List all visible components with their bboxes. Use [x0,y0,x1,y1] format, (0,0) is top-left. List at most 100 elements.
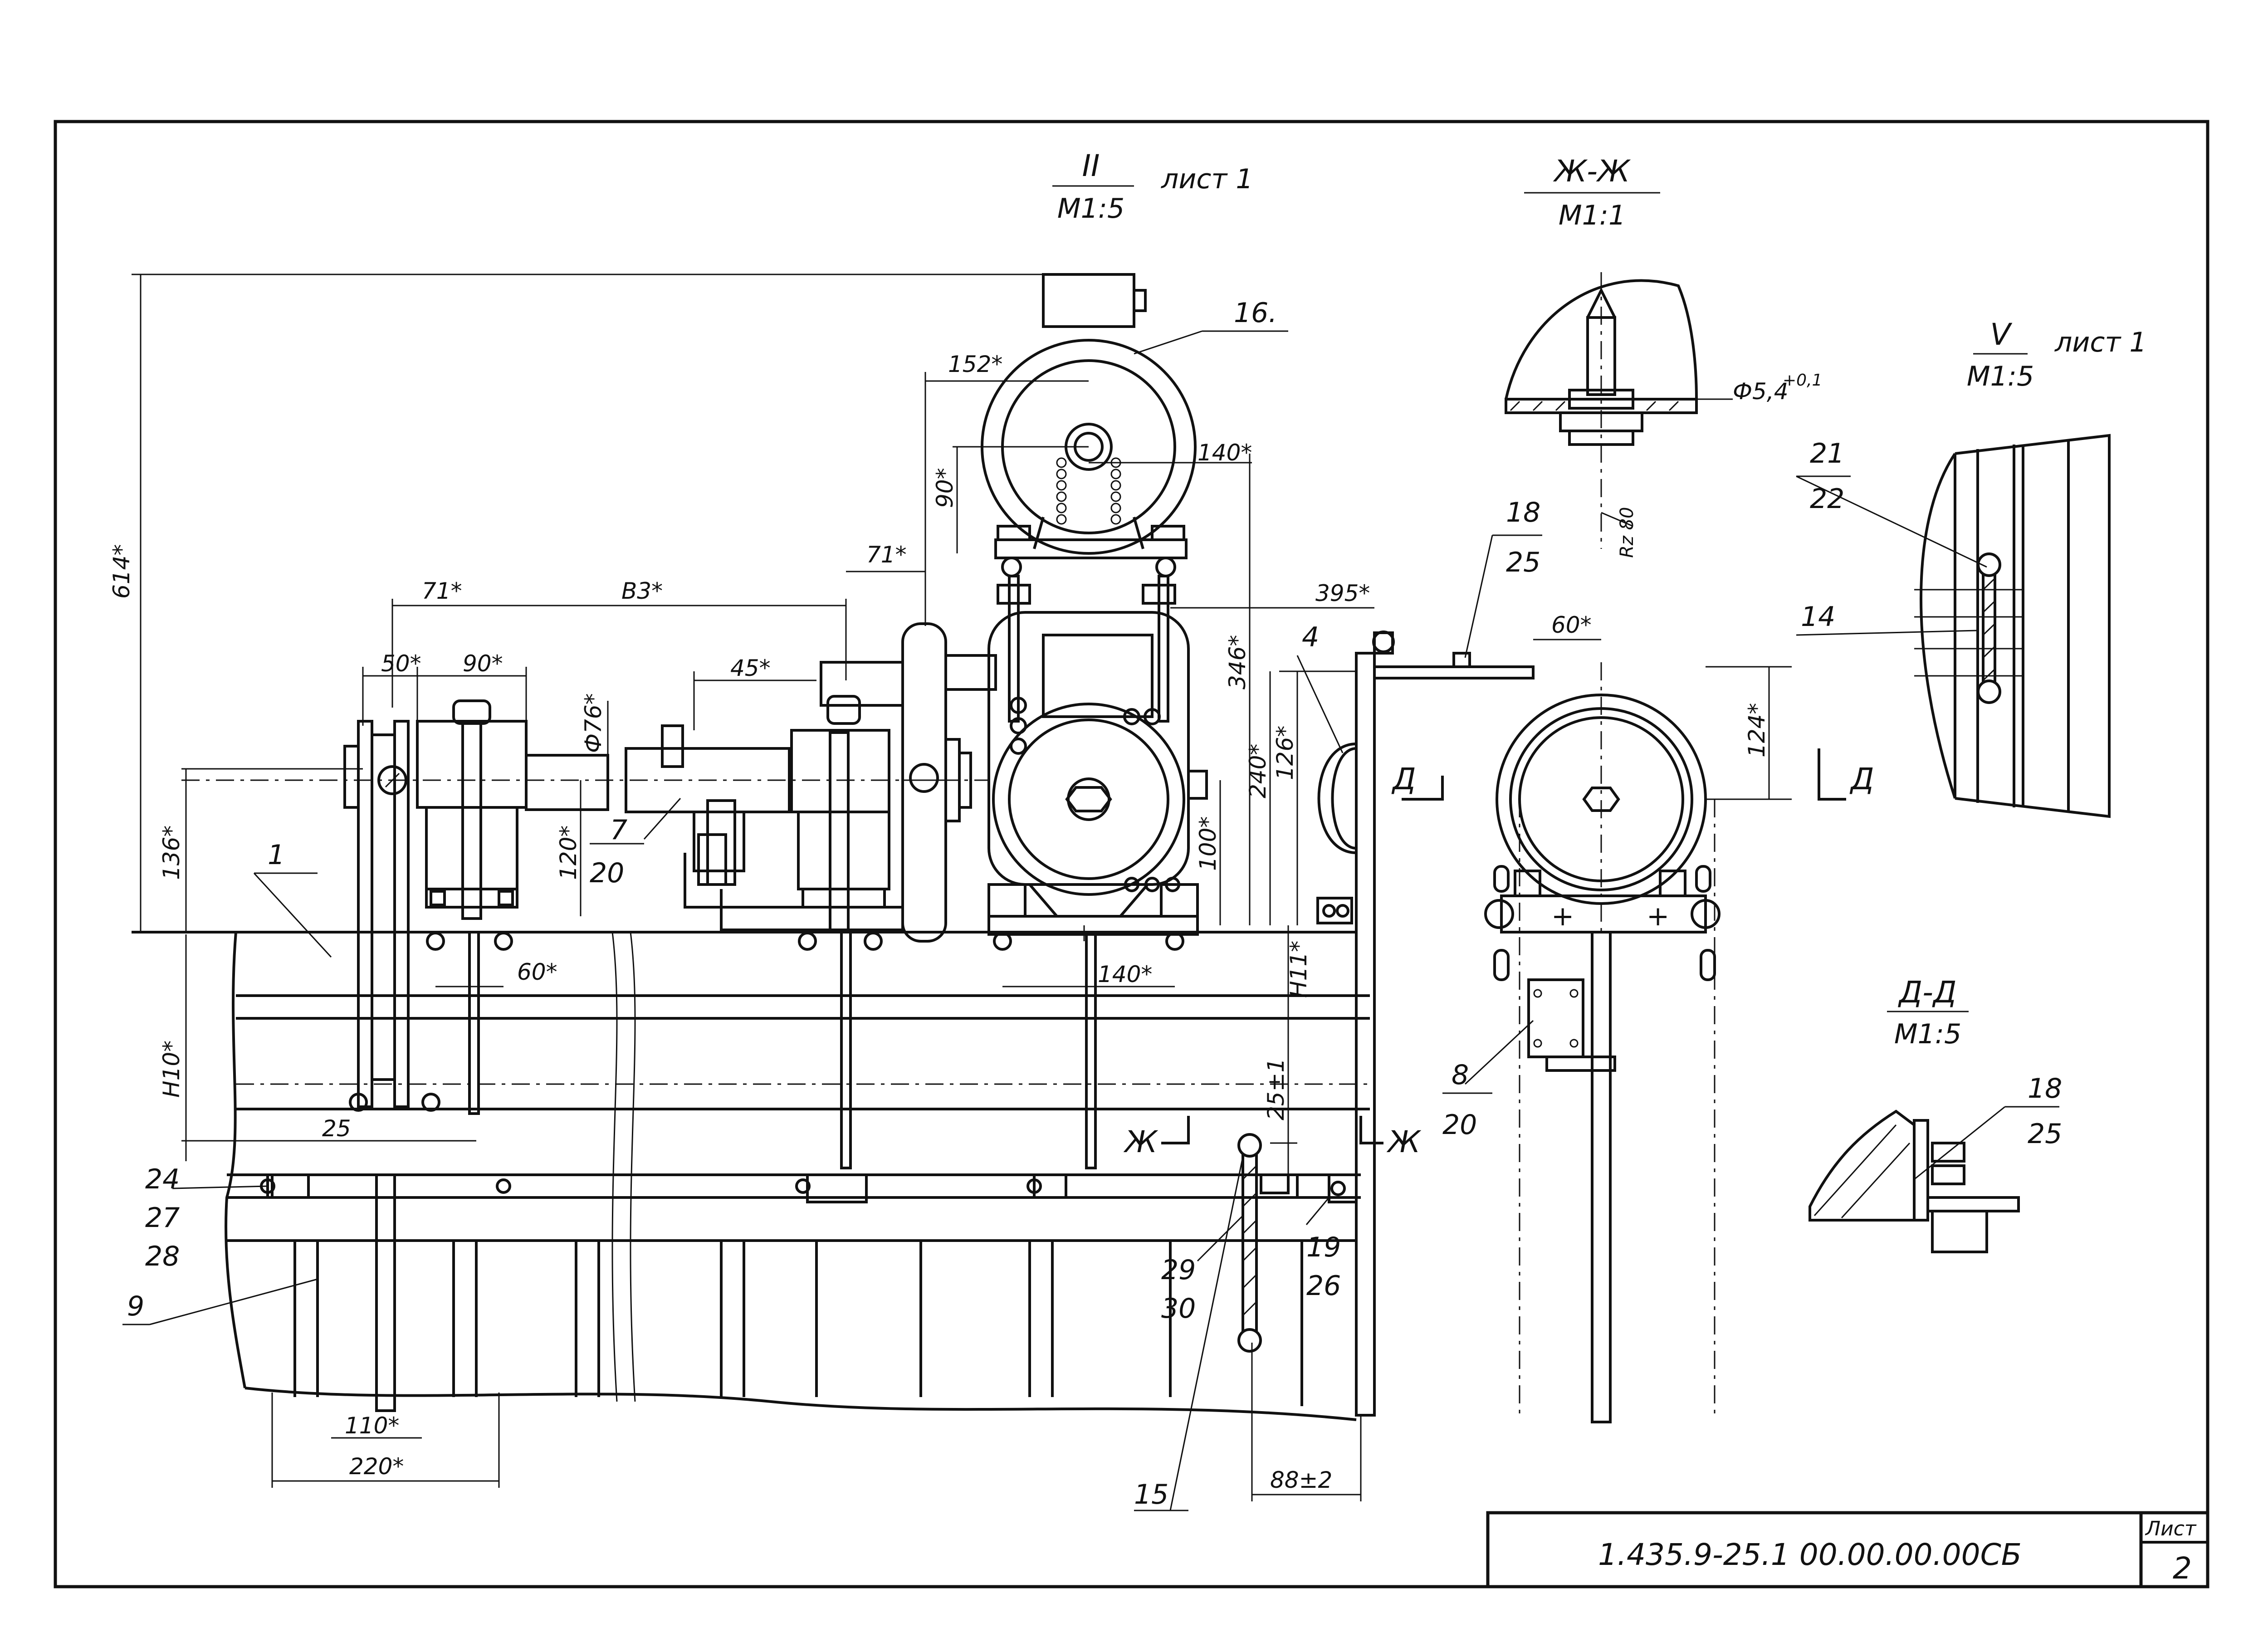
drive-shaft [181,724,989,931]
part-8: 8 [1452,1059,1469,1091]
dim-90-vertical: 90* [932,468,958,508]
section-zh-hole: Ф5,4 [1733,378,1789,405]
dim-136: 136* [158,826,185,880]
dim-phi76: Ф76* [580,693,606,753]
bearing-left [416,699,528,1115]
gear-motor [987,611,1208,917]
sheet-frame [54,120,2209,1588]
dim-140-top: 140* [1198,440,1252,466]
part-14: 14 [1801,601,1835,633]
section-zh-scale: М1:1 [1559,200,1626,231]
part-9: 9 [127,1290,144,1322]
section-zh-hole-tol: +0,1 [1783,371,1822,390]
part-19: 19 [1306,1232,1341,1263]
part-18-section: 18 [2028,1073,2062,1105]
vertical-post [1328,630,1535,1417]
electric-motor [981,273,1197,723]
part-30: 30 [1161,1293,1196,1324]
dim-614: 614* [108,544,135,599]
dim-88: 88±2 [1270,1467,1332,1493]
part-4: 4 [1302,621,1319,653]
part-20-bracket: 20 [1442,1109,1477,1141]
dim-71-right: 71* [866,542,907,568]
part-16: 16. [1234,297,1277,329]
small-roller [1316,743,1357,924]
section-d-scale: М1:5 [1894,1018,1961,1050]
part-21: 21 [1810,438,1844,469]
section-d-d: Д-Д М1:5 [1809,975,2020,1253]
lever-link [343,720,440,1412]
dim-60: 60* [517,959,557,985]
part-15: 15 [1134,1479,1168,1510]
motor-base [987,883,1199,1169]
section-d-right: Д [1849,762,1874,797]
dim-50: 50* [381,650,421,677]
dim-152: 152* [948,351,1002,377]
drawing-code: 1.435.9-25.1 00.00.00.00СБ [1598,1537,2022,1572]
drive-pulley: + + [1484,662,1721,1423]
part-22: 22 [1810,483,1844,515]
dim-140-bottom: 140* [1098,961,1152,987]
dim-71-left: 71* [422,578,462,604]
part-24: 24 [145,1163,180,1195]
section-zh-title: Ж-Ж [1553,154,1631,189]
view-v-scale: М1:5 [1967,361,2034,392]
dim-395: 395* [1315,580,1370,606]
dim-124: 124* [1744,703,1770,758]
view-v-sheet-ref: лист 1 [2054,327,2147,358]
spring-right [1110,457,1121,525]
part-27: 27 [145,1202,180,1234]
dim-h10: H10* [158,1041,185,1098]
dim-110: 110* [345,1412,399,1439]
view-ii-header: II М1:5 лист 1 [1052,148,1253,225]
part-18-top: 18 [1506,497,1540,528]
section-zh-zh: Ж-Ж М1:1 Ф5,4 +0,1 Rz 80 [1505,154,1822,558]
dim-90: 90* [463,650,503,677]
plus-mark-left: + [1551,900,1574,932]
dimension-lines [132,274,1792,1501]
part-25-section: 25 [2028,1118,2062,1150]
part-callouts: 1 4 7 20 16. 18 25 8 20 21 22 14 18 25 2… [122,297,2062,1511]
title-block: 1.435.9-25.1 00.00.00.00СБ Лист 2 [1486,1511,2209,1588]
view-v: V М1:5 лист 1 [1914,317,2147,818]
dim-346: 346* [1224,635,1251,689]
view-v-title: V [1990,317,2012,352]
section-markers: Ж Ж Д Д [1123,748,1874,1159]
part-29: 29 [1161,1254,1196,1286]
lower-rail [260,1173,1299,1203]
dim-100: 100* [1195,816,1221,871]
spring-left [1056,457,1067,525]
sheet-label: Лист [2145,1517,2197,1540]
dimension-texts: 614* 136* H10* 71* B3* 71* 152* 90* 140*… [108,351,1770,1493]
section-zh-rough: Rz 80 [1617,507,1637,558]
pulley-disk [901,622,997,943]
view-ii-scale: М1:5 [1057,193,1124,225]
dim-60-top: 60* [1551,612,1592,638]
part-7: 7 [610,814,627,846]
part-1: 1 [268,839,285,871]
dim-25: 25 [322,1115,351,1142]
bearing-right [790,661,904,1169]
dim-h11: H11* [1286,941,1312,998]
dim-45: 45* [730,655,771,681]
dim-120: 120* [555,826,582,880]
part-26: 26 [1306,1270,1341,1302]
view-ii-title: II [1082,148,1100,183]
part-20-shaft: 20 [590,857,624,889]
dim-126: 126* [1272,726,1298,780]
dim-240: 240* [1245,744,1271,798]
sheet-number: 2 [2173,1551,2192,1586]
dim-25-pm1: 25±1 [1263,1058,1289,1120]
view-ii-sheet-ref: лист 1 [1161,163,1253,195]
dim-b3: B3* [621,578,663,604]
section-zh-right: Ж [1386,1124,1422,1159]
section-zh-left: Ж [1123,1124,1158,1159]
section-d-title: Д-Д [1898,975,1957,1010]
plus-mark-right: + [1647,900,1669,932]
part-25-top: 25 [1506,547,1540,578]
section-d-left: Д [1391,762,1416,797]
part-28: 28 [145,1241,180,1272]
chain [1237,1133,1297,1353]
dim-220: 220* [349,1453,404,1480]
